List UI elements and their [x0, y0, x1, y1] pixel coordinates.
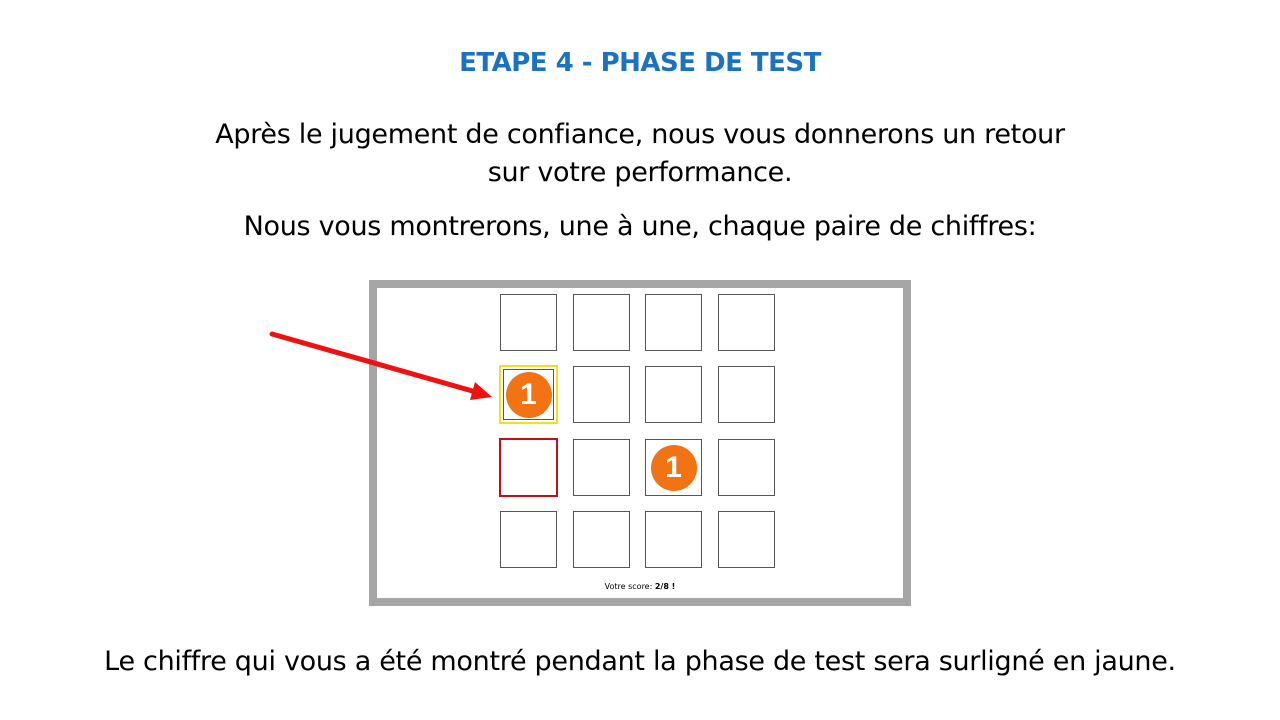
grid-cell[interactable]: [573, 294, 630, 351]
grid-cell[interactable]: [573, 366, 630, 423]
score-label: Votre score:: [604, 582, 653, 591]
grid-cell[interactable]: [645, 511, 702, 568]
score-value: 2/8 !: [654, 582, 676, 591]
grid-cell[interactable]: [718, 366, 775, 423]
grid-cell[interactable]: [645, 366, 702, 423]
paragraph-feedback: Après le jugement de confiance, nous vou…: [0, 116, 1280, 192]
grid-cell-red-highlight[interactable]: [499, 438, 558, 497]
grid-cell[interactable]: [500, 294, 557, 351]
paragraph-feedback-line2: sur votre performance.: [487, 157, 793, 188]
game-screenshot-frame: 1 1 Votre score: 2/8 !: [369, 280, 911, 606]
grid-cell[interactable]: [573, 439, 630, 496]
grid-cell[interactable]: [645, 294, 702, 351]
grid-cell[interactable]: [718, 294, 775, 351]
paragraph-feedback-line1: Après le jugement de confiance, nous vou…: [215, 119, 1065, 150]
grid-cell[interactable]: [718, 511, 775, 568]
digit-circle: 1: [505, 371, 552, 418]
slide-title: ETAPE 4 - PHASE DE TEST: [459, 48, 821, 78]
grid-cell-yellow-highlight[interactable]: 1: [499, 365, 558, 424]
grid-cell[interactable]: 1: [645, 439, 702, 496]
paragraph-pairs: Nous vous montrerons, une à une, chaque …: [243, 211, 1037, 242]
paragraph-yellow-note: Le chiffre qui vous a été montré pendant…: [104, 646, 1176, 677]
grid-cell[interactable]: [500, 511, 557, 568]
score-text: Votre score: 2/8 !: [377, 582, 903, 591]
digit-circle: 1: [650, 444, 697, 491]
grid-cell[interactable]: [718, 439, 775, 496]
grid-cell[interactable]: [573, 511, 630, 568]
